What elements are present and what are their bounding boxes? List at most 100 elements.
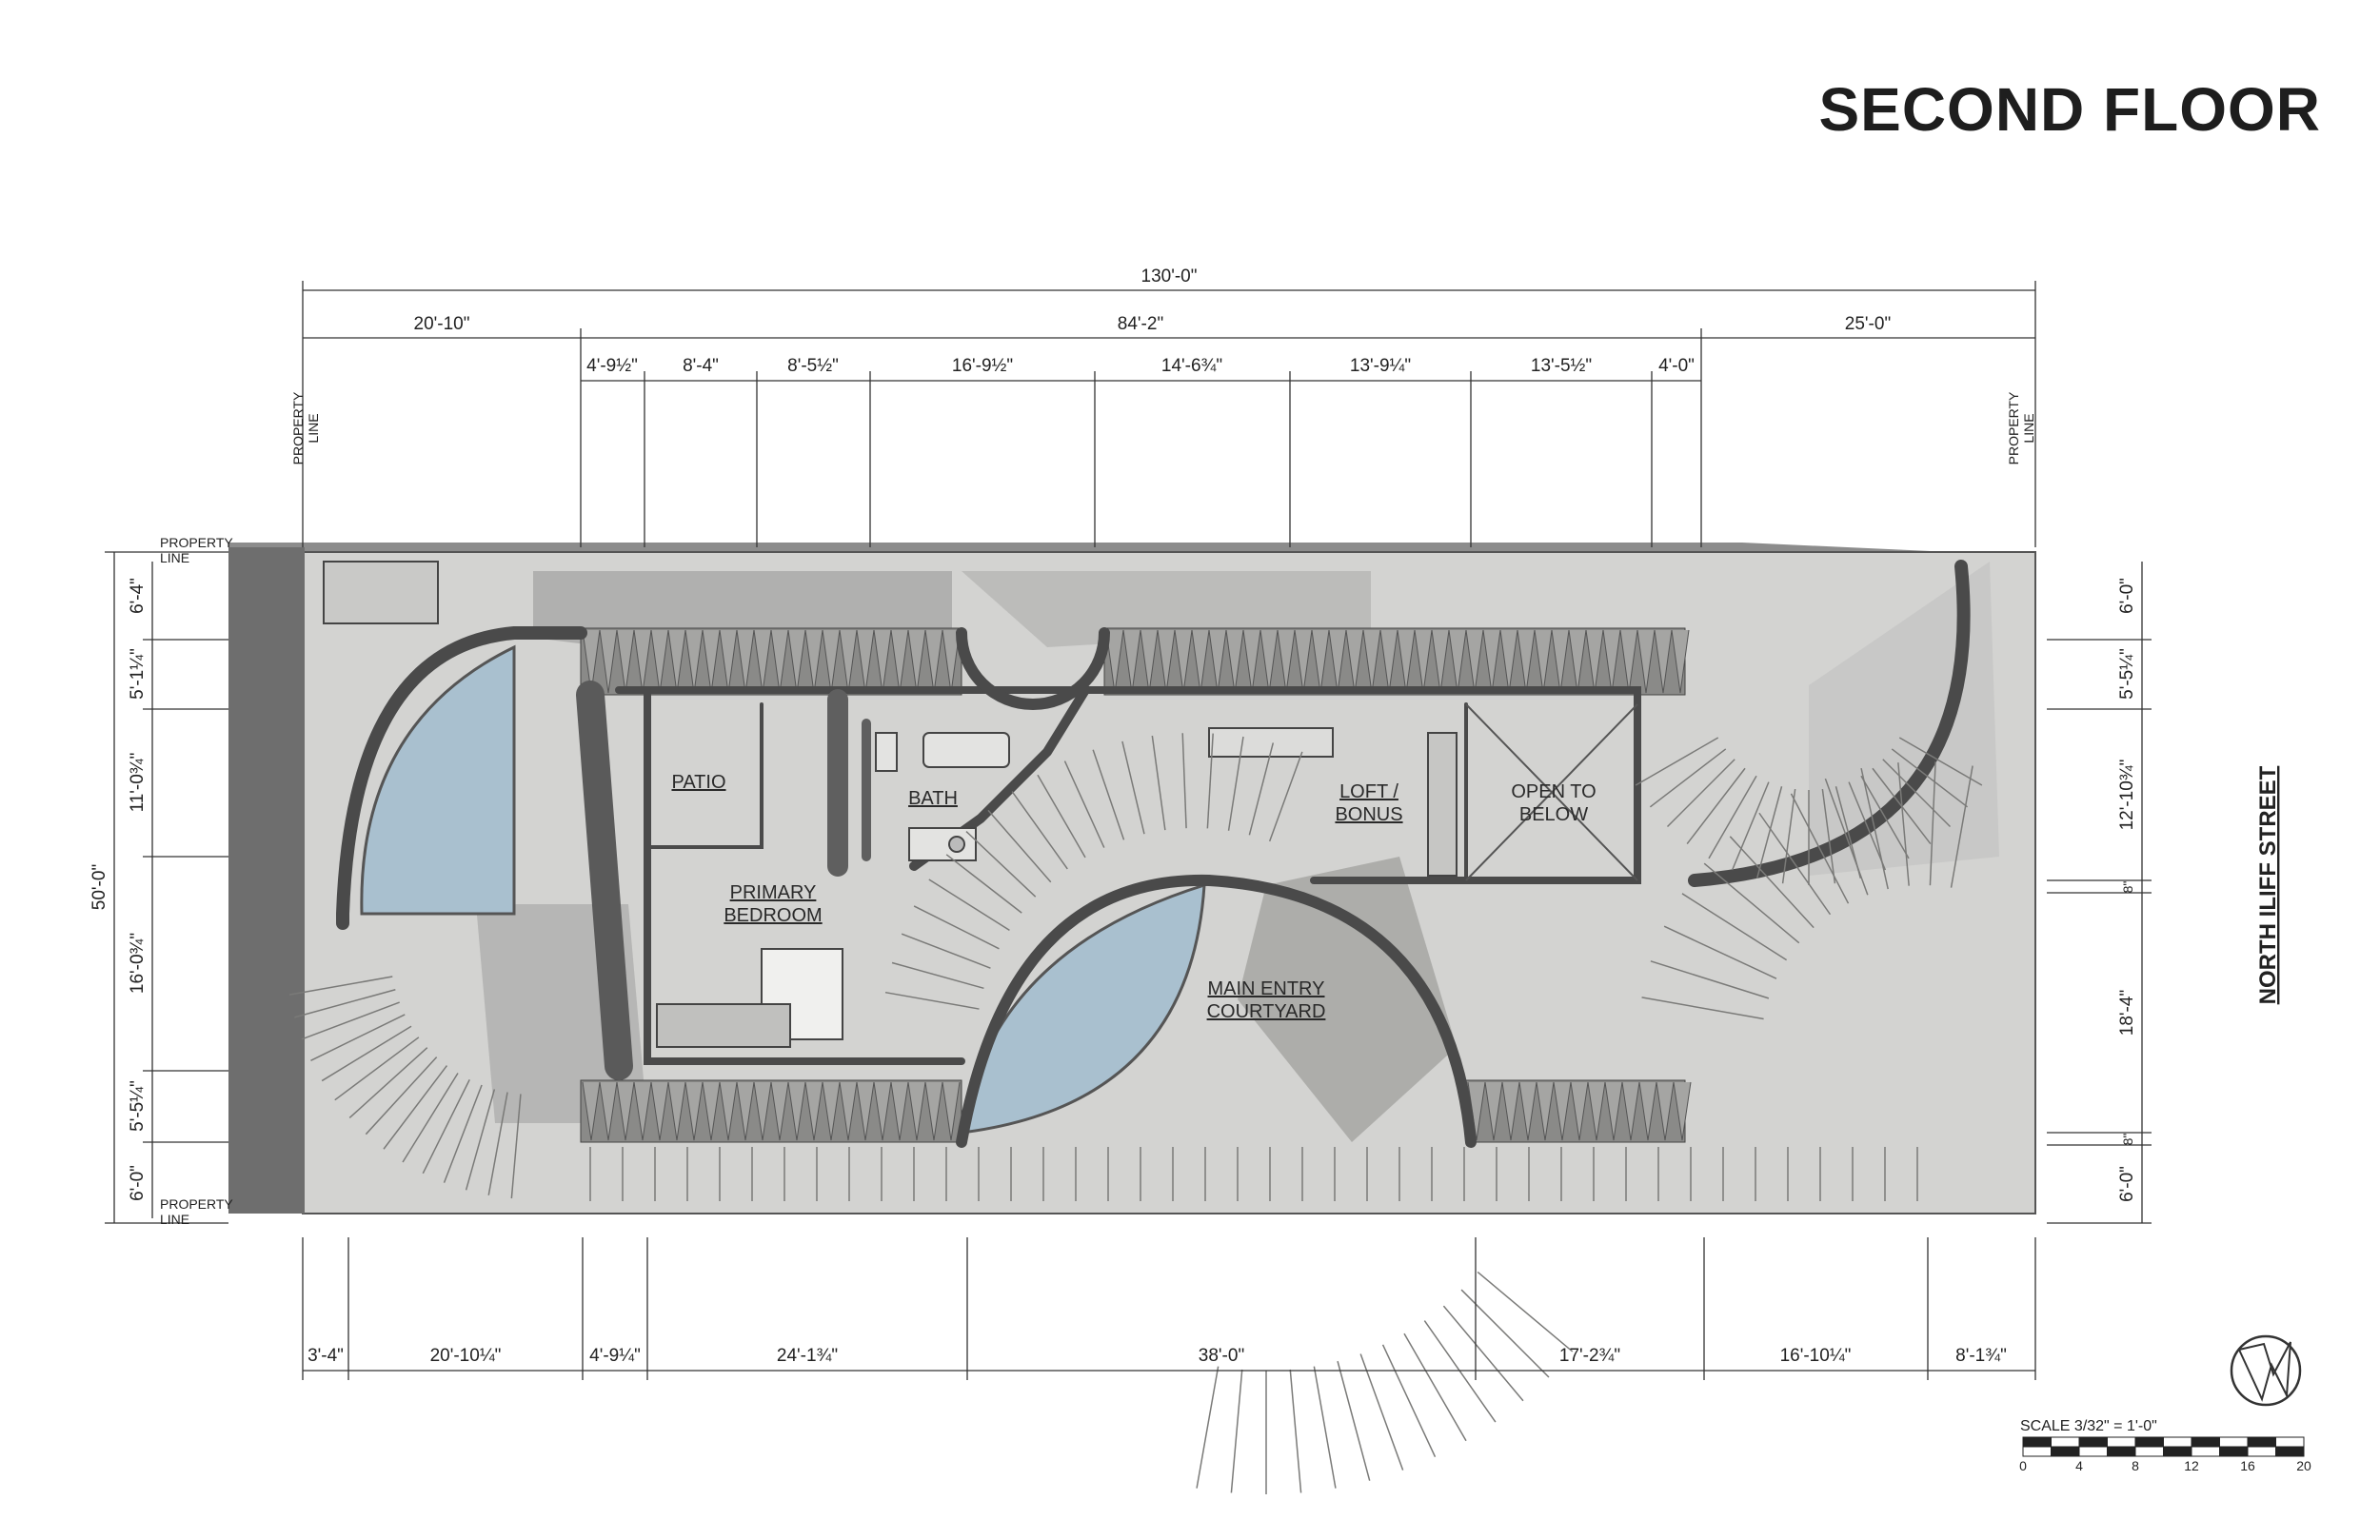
louver-fin [599, 629, 618, 694]
stair-tread [1821, 788, 1836, 884]
scale-block [2247, 1436, 2276, 1448]
dimensions-right: 6'-0" 5'-5¼" 12'-10¾" 8" 18'-4" 8" 6'-0" [2117, 578, 2137, 1202]
louver-fin [1501, 1081, 1520, 1141]
louver-fin [839, 1081, 858, 1141]
louver-fin [1536, 1081, 1555, 1141]
room-open-below-2: BELOW [1519, 804, 1588, 825]
scale-tick-8: 8 [2132, 1458, 2139, 1473]
louver-fin [856, 1081, 875, 1141]
scale-block [2134, 1436, 2164, 1448]
room-primary-bedroom-2: BEDROOM [724, 905, 822, 926]
louver-fin [1587, 1081, 1606, 1141]
property-line-left-bottom-2: LINE [160, 1212, 189, 1227]
stair-tread [1230, 1369, 1243, 1493]
stair-tread [288, 976, 393, 996]
room-patio: PATIO [671, 772, 725, 793]
scale-block [2078, 1446, 2108, 1457]
stair-tread [928, 879, 1010, 931]
stair-tread [1790, 793, 1850, 904]
louver-fin [1570, 1081, 1589, 1141]
stair-tread [1037, 774, 1086, 859]
scale-block [2078, 1436, 2108, 1448]
stair-tread [1121, 740, 1145, 835]
dim-right-3: 12'-10¾" [2117, 760, 2137, 831]
louver-fin [1636, 629, 1656, 694]
stair-tread [1381, 1344, 1437, 1457]
scale-block [2051, 1436, 2080, 1448]
dim-bottom-4: 24'-1¾" [777, 1346, 838, 1366]
stair-tread [1063, 760, 1105, 848]
room-loft-2: BONUS [1335, 804, 1402, 825]
scale-block [2163, 1436, 2192, 1448]
dim-right-1: 6'-0" [2117, 578, 2137, 614]
louver-fin [770, 1081, 789, 1141]
dim-overall: 130'-0" [1141, 267, 1198, 286]
stair-tread [465, 1089, 496, 1191]
dim-top-r3-2: 8'-4" [683, 356, 719, 376]
stair-tread [1898, 737, 1983, 786]
fixtures [323, 561, 1638, 1048]
stair-tread [422, 1078, 470, 1175]
property-line-left-bottom-1: PROPERTY [160, 1196, 233, 1212]
stair-tread [1635, 737, 1719, 786]
stair-tread [310, 1014, 406, 1061]
stair-tread [1650, 960, 1770, 999]
dim-bottom-3: 4'-9¼" [589, 1346, 641, 1366]
stair-tread [1681, 893, 1788, 961]
scale-block [2247, 1446, 2276, 1457]
dim-bottom-2: 20'-10¼" [430, 1346, 502, 1366]
pool-left [360, 644, 516, 916]
dimension-lines [105, 281, 2152, 1380]
louver-fin [924, 1081, 943, 1141]
property-line-left-top-1: PROPERTY [160, 535, 233, 550]
scale-tick-4: 4 [2075, 1458, 2083, 1473]
dim-right-5: 18'-4" [2117, 990, 2137, 1036]
stair-tread [1663, 925, 1777, 979]
stair-tread [1268, 751, 1303, 842]
scale-block [2275, 1446, 2305, 1457]
louver-fin [702, 1081, 721, 1141]
stair-tread [913, 905, 1000, 950]
north-arrow-icon [2230, 1334, 2302, 1407]
dim-top-1: 20'-10" [414, 314, 470, 334]
bathtub-icon [922, 732, 1010, 768]
dim-top-r3-4: 16'-9½" [952, 356, 1013, 376]
louver-fin [1484, 1081, 1503, 1141]
stair-tread [1641, 997, 1764, 1020]
louver-fin [1604, 1081, 1623, 1141]
stair-tread [1824, 778, 1869, 896]
scale-tick-20: 20 [2296, 1458, 2311, 1473]
scale-block [2107, 1436, 2136, 1448]
scale-block [2191, 1446, 2220, 1457]
stair-tread [383, 1065, 448, 1150]
louver-fin [907, 1081, 926, 1141]
louver-fin [633, 1081, 652, 1141]
toilet-icon [875, 732, 898, 772]
property-line-top-right-1: PROPERTY [2006, 391, 2021, 464]
room-courtyard-2: COURTYARD [1207, 1001, 1326, 1022]
room-loft-1: LOFT / [1339, 781, 1398, 802]
scale-block [2022, 1446, 2052, 1457]
dim-left-overall: 50'-0" [89, 864, 109, 910]
property-line-top-left-1: PROPERTY [290, 391, 306, 464]
scale-block [2163, 1446, 2192, 1457]
stair-tread [884, 991, 980, 1010]
property-line-top-left-2: LINE [306, 413, 321, 443]
louver-fin [1654, 629, 1673, 694]
scale-label: SCALE 3/32" = 1'-0" [2020, 1418, 2157, 1434]
stair-tread [1731, 781, 1770, 871]
scale-tick-16: 16 [2240, 1458, 2255, 1473]
stair-tread [1649, 748, 1727, 808]
stair-tread [1758, 812, 1832, 916]
page-title: SECOND FLOOR [1818, 75, 2321, 144]
stair-tread [1460, 1289, 1550, 1378]
dim-bottom-8: 8'-1¾" [1955, 1346, 2007, 1366]
dim-top-r3-5: 14'-6¾" [1161, 356, 1222, 376]
stair-tread [965, 830, 1037, 898]
louver-fin [599, 1081, 618, 1141]
stair-tread [1442, 1305, 1524, 1402]
stair-tread [1313, 1366, 1337, 1489]
louver-teeth [582, 629, 1692, 1141]
stair-tread [1092, 749, 1125, 840]
